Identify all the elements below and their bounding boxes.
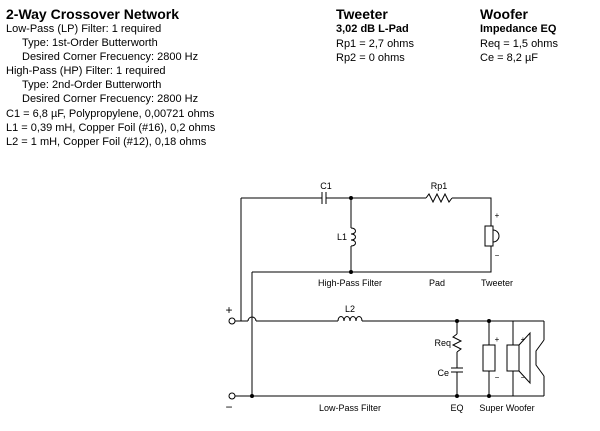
junction-dot xyxy=(349,270,353,274)
tweeter-subtitle: 3,02 dB L-Pad xyxy=(336,23,409,35)
woofer1-plus-label: + xyxy=(495,335,500,344)
woofer3-cone xyxy=(535,339,545,377)
req-resistor xyxy=(451,333,463,353)
pad-caption: Pad xyxy=(429,278,445,288)
spec-line-lp-type: Type: 1st-Order Butterworth xyxy=(22,37,158,49)
woofer-ce: Ce = 8,2 µF xyxy=(480,52,539,64)
woofer-subtitle: Impedance EQ xyxy=(480,23,557,35)
tweeter-plus-label: + xyxy=(495,211,500,220)
input-plus-label: + xyxy=(225,303,232,317)
junction-dot xyxy=(487,394,491,398)
spec-line-hp: High-Pass (HP) Filter: 1 required xyxy=(6,65,166,77)
spec-line-lp-freq: Desired Corner Frecuency: 2800 Hz xyxy=(22,51,199,63)
input-positive-terminal xyxy=(228,317,236,325)
ce-label: Ce xyxy=(437,368,449,378)
super-woofer-caption: Super Woofer xyxy=(479,403,534,413)
tweeter-dome xyxy=(492,229,500,243)
tweeter-rp1: Rp1 = 2,7 ohms xyxy=(336,38,414,50)
input-negative-terminal xyxy=(228,392,236,400)
tweeter-caption: Tweeter xyxy=(481,278,513,288)
c1-label: C1 xyxy=(320,181,332,191)
junction-dot xyxy=(455,394,459,398)
c1-capacitor xyxy=(321,192,327,204)
junction-dot xyxy=(487,319,491,323)
spec-title: 2-Way Crossover Network xyxy=(6,6,179,22)
ce-capacitor xyxy=(451,367,463,373)
l2-label: L2 xyxy=(345,304,355,314)
junction-dot xyxy=(455,319,459,323)
tweeter-return-wire xyxy=(252,258,492,273)
spec-line-hp-freq: Desired Corner Frecuency: 2800 Hz xyxy=(22,93,199,105)
spec-line-lp: Low-Pass (LP) Filter: 1 required xyxy=(6,23,162,35)
junction-dot xyxy=(250,394,254,398)
woofer2-cone xyxy=(518,331,531,385)
woofer-title: Woofer xyxy=(480,6,528,22)
spec-line-l1: L1 = 0,39 mH, Copper Foil (#16), 0,2 ohm… xyxy=(6,122,216,134)
spec-line-hp-type: Type: 2nd-Order Butterworth xyxy=(22,79,162,91)
hp-wire-right xyxy=(452,197,492,226)
rp1-label: Rp1 xyxy=(431,181,448,191)
tweeter-minus-label: − xyxy=(495,251,500,260)
l2-inductor xyxy=(337,316,363,322)
junction-dot xyxy=(349,196,353,200)
rp1-resistor xyxy=(425,192,453,204)
woofer1-minus-label: − xyxy=(495,373,500,382)
woofer2-minus-label: − xyxy=(521,373,526,382)
woofer2-plus-label: + xyxy=(521,335,526,344)
tweeter-rp2: Rp2 = 0 ohms xyxy=(336,52,405,64)
woofer-req: Req = 1,5 ohms xyxy=(480,38,558,50)
input-minus-label: − xyxy=(225,400,232,414)
lpf-caption: Low-Pass Filter xyxy=(319,403,381,413)
l1-label: L1 xyxy=(337,232,347,242)
spec-line-c1: C1 = 6,8 µF, Polypropylene, 0,00721 ohms xyxy=(6,108,215,120)
tweeter-title: Tweeter xyxy=(336,6,388,22)
req-label: Req xyxy=(434,338,451,348)
l1-inductor xyxy=(350,227,356,247)
tweeter-body xyxy=(484,225,494,247)
woofer2-body xyxy=(506,344,520,372)
spec-line-l2: L2 = 1 mH, Copper Foil (#12), 0,18 ohms xyxy=(6,136,207,148)
hpf-caption: High-Pass Filter xyxy=(318,278,382,288)
eq-caption: EQ xyxy=(450,403,463,413)
woofer1-body xyxy=(482,344,496,372)
